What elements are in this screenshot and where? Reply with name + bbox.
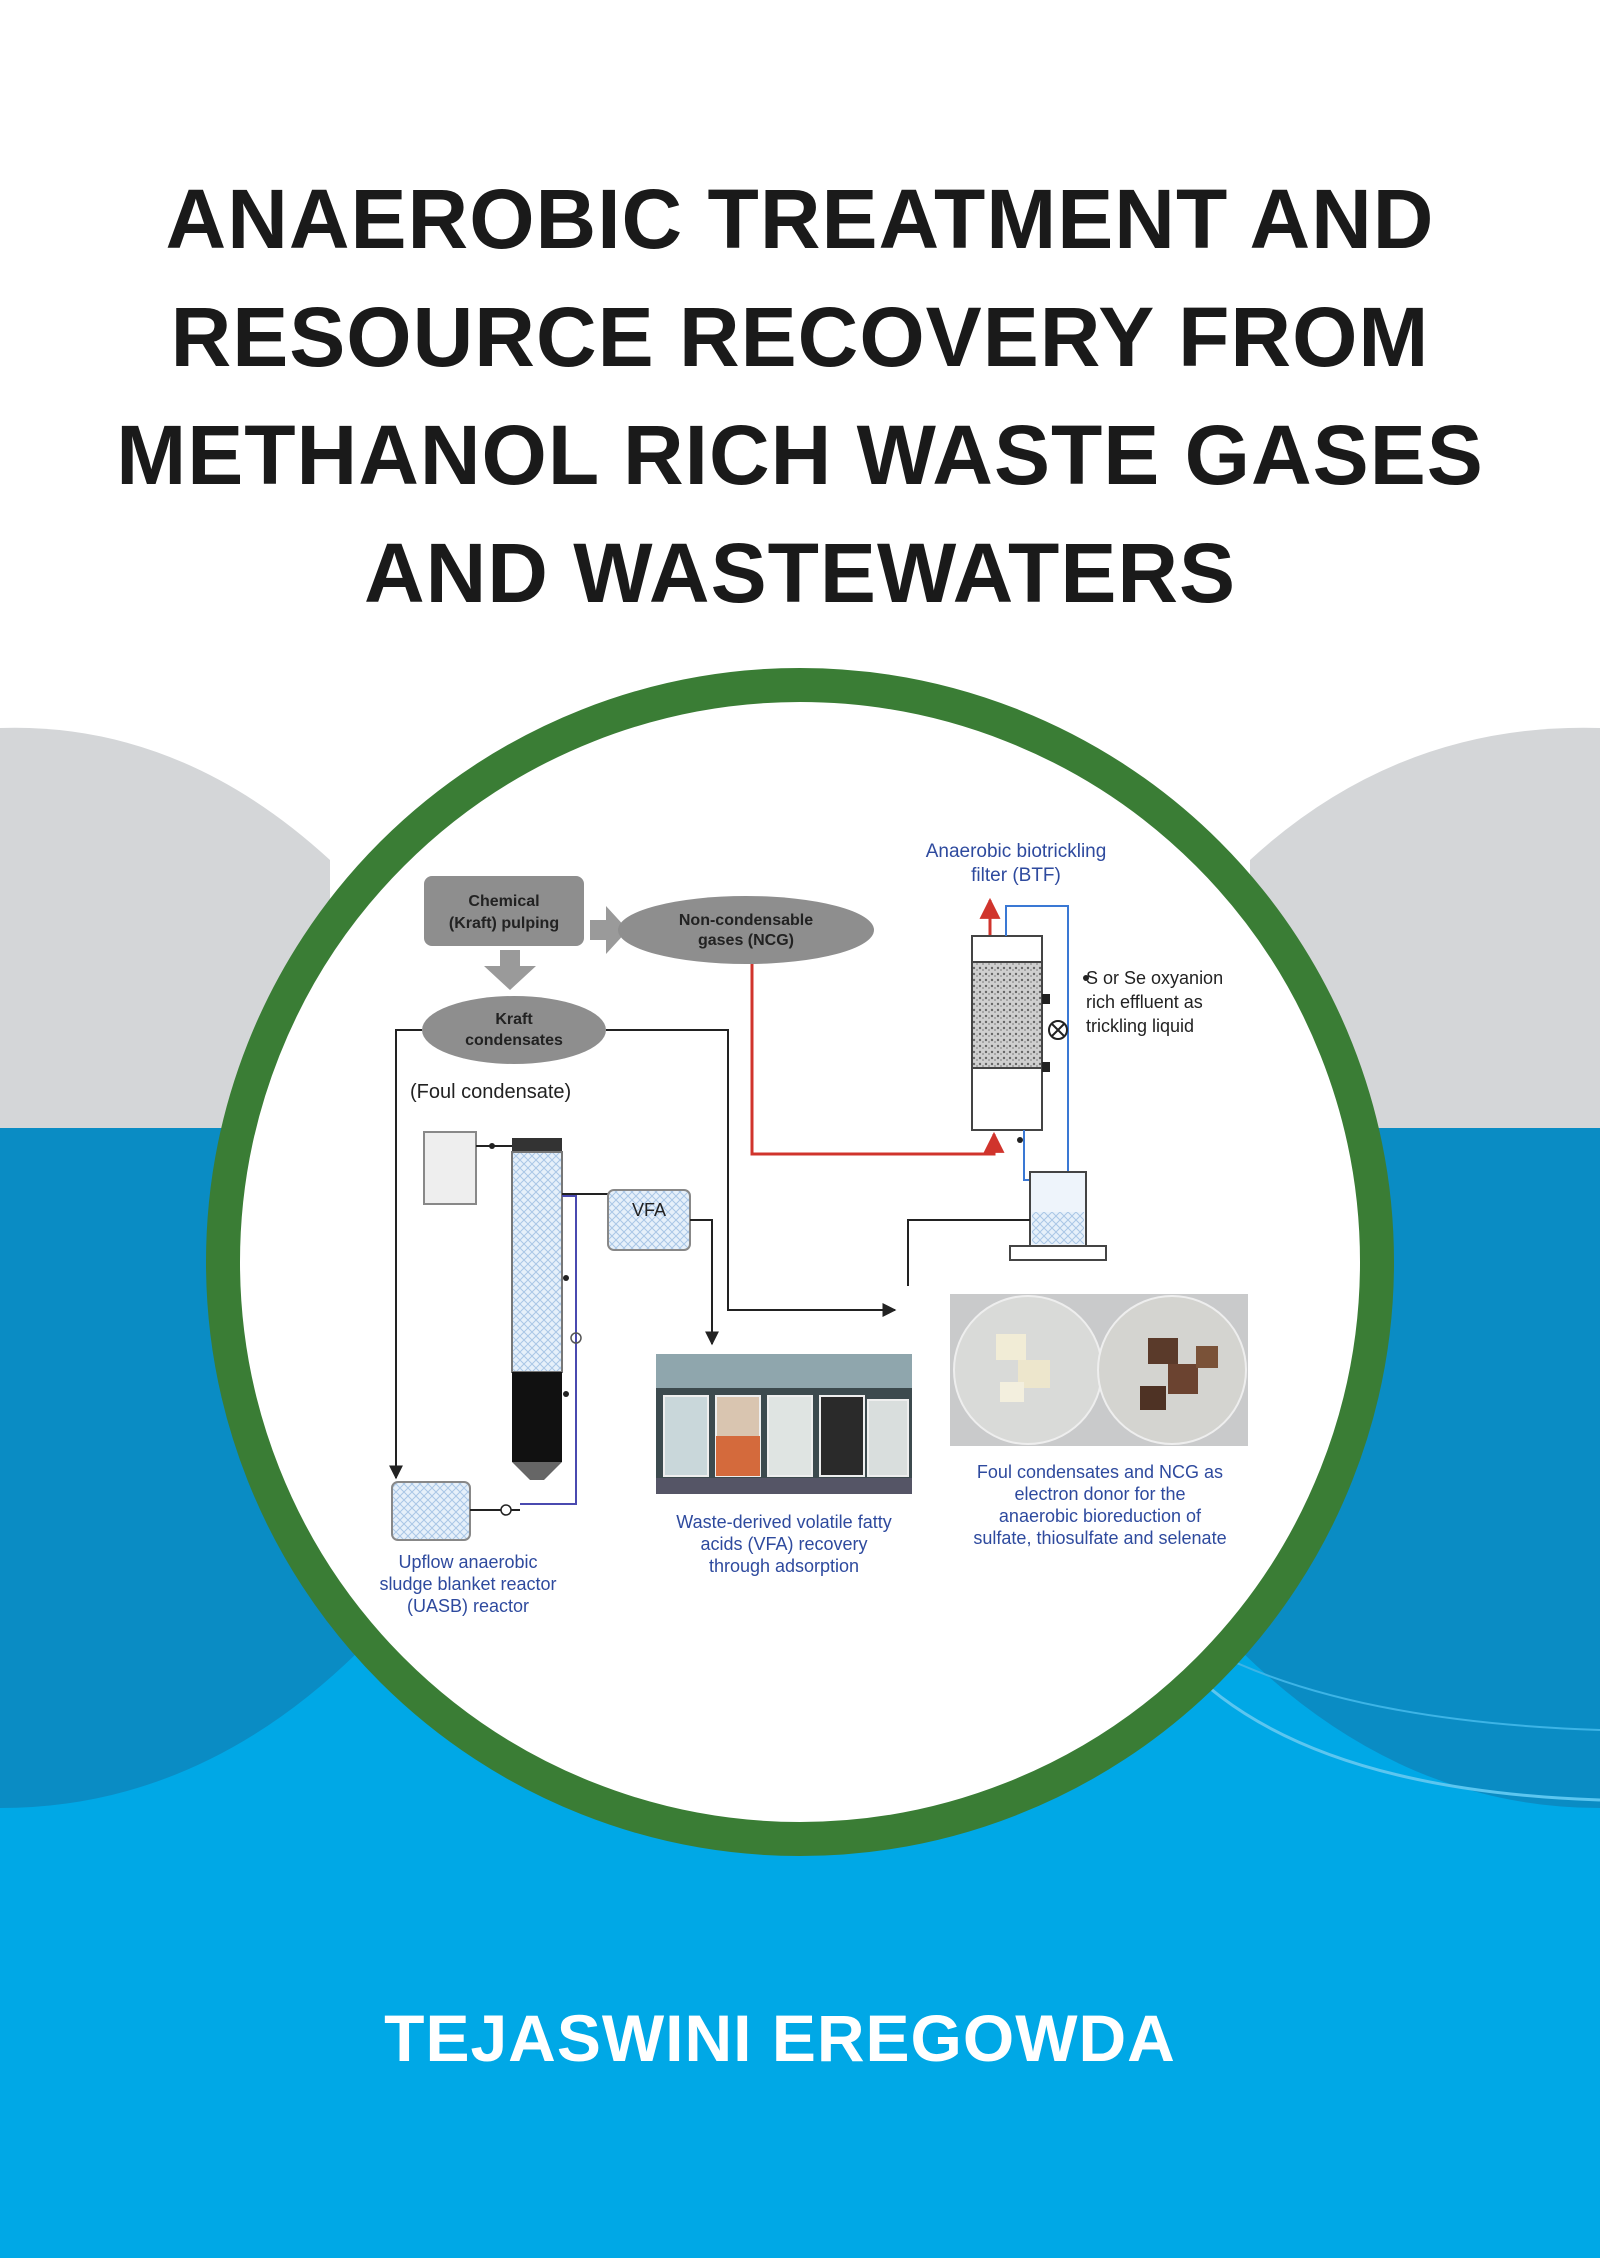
adsorption-photo — [656, 1354, 912, 1494]
uasb-port-2 — [563, 1391, 569, 1397]
uasb-cone — [512, 1462, 562, 1480]
author-name: TEJASWINI EREGOWDA — [384, 2001, 1176, 2075]
recycle-pump-icon — [570, 1332, 582, 1344]
trickling-label-2: rich effluent as — [1086, 992, 1203, 1012]
btf-label-2: filter (BTF) — [971, 865, 1061, 886]
wave-line — [1178, 1658, 1600, 1802]
ncg-label-1: Non-condensable — [679, 912, 813, 929]
trickling-label-3: trickling liquid — [1086, 1016, 1194, 1036]
title-line-2: RESOURCE RECOVERY FROM — [170, 290, 1430, 384]
uasb-sludge-bed — [512, 1372, 562, 1462]
feed-tank — [423, 1131, 477, 1205]
arrow-to-ncg — [590, 906, 628, 954]
vfa-box-label: VFA — [632, 1200, 666, 1220]
line-vfa-to-adsorption — [690, 1219, 719, 1346]
trickling-dot — [1083, 975, 1089, 981]
vfa-recovery-label-1: Waste-derived volatile fatty — [676, 1512, 891, 1532]
chemical-pulping-label-2: (Kraft) pulping — [449, 915, 559, 932]
trickling-label-1: S or Se oxyanion — [1086, 968, 1223, 988]
line-kraft-to-btf — [606, 1029, 897, 1317]
uasb-recycle-line — [520, 1195, 577, 1505]
btf-port-1 — [1042, 994, 1050, 1004]
btf-recirculation-line — [1005, 905, 1069, 1200]
stirrer-plate — [1009, 1245, 1107, 1261]
kraft-label-2: condensates — [465, 1032, 563, 1049]
book-title: ANAEROBIC TREATMENT AND RESOURCE RECOVER… — [0, 160, 1600, 632]
chemical-pulping-box — [424, 876, 584, 946]
arrow-to-kraft — [484, 950, 536, 990]
uasb-column — [511, 1151, 563, 1373]
vfa-recovery-label-3: through adsorption — [709, 1556, 859, 1576]
title-line-3: METHANOL RICH WASTE GASES — [116, 408, 1484, 502]
feed-pump-icon — [489, 1143, 495, 1149]
kraft-condensates-ellipse — [422, 996, 606, 1064]
ncg-ellipse — [618, 896, 874, 964]
electron-donor-label-2: electron donor for the — [1014, 1484, 1185, 1504]
ncg-label-2: gases (NCG) — [698, 932, 794, 949]
btf-column — [971, 961, 1043, 1069]
uasb-port-1 — [563, 1275, 569, 1281]
reservoir-liquid — [1032, 1212, 1084, 1244]
foul-condensate-label: (Foul condensate) — [410, 1081, 571, 1103]
line-ncg-to-btf — [750, 964, 1005, 1156]
btf-top-cap — [971, 935, 1043, 963]
chemical-pulping-label-1: Chemical — [468, 893, 539, 910]
uasb-label-3: (UASB) reactor — [407, 1596, 529, 1616]
bioreduction-photo — [950, 1294, 1248, 1446]
light-blue-band — [0, 1650, 1600, 2258]
btf-bottom-cap — [971, 1067, 1043, 1131]
vfa-recovery-label-2: acids (VFA) recovery — [700, 1534, 867, 1554]
btf-port-2 — [1042, 1062, 1050, 1072]
title-line-4: AND WASTEWATERS — [363, 526, 1237, 620]
uasb-label-1: Upflow anaerobic — [398, 1552, 537, 1572]
electron-donor-label-1: Foul condensates and NCG as — [977, 1462, 1223, 1482]
electron-donor-label-3: anaerobic bioreduction of — [999, 1506, 1202, 1526]
btf-drain-dot — [1017, 1137, 1023, 1143]
trickling-valve-cross — [1051, 1023, 1065, 1037]
electron-donor-label-4: sulfate, thiosulfate and selenate — [973, 1528, 1226, 1548]
uasb-cap — [512, 1138, 562, 1152]
vfa-box — [607, 1189, 691, 1251]
effluent-tank — [391, 1481, 471, 1541]
kraft-label-1: Kraft — [495, 1011, 533, 1028]
line-reservoir-to-photo — [907, 1219, 1030, 1286]
line-kraft-to-uasb — [389, 1029, 422, 1480]
grey-band — [0, 727, 330, 1130]
effluent-pump-icon — [500, 1504, 512, 1516]
uasb-label-2: sludge blanket reactor — [379, 1574, 556, 1594]
btf-label-1: Anaerobic biotrickling — [926, 841, 1107, 862]
title-line-1: ANAEROBIC TREATMENT AND — [165, 172, 1435, 266]
